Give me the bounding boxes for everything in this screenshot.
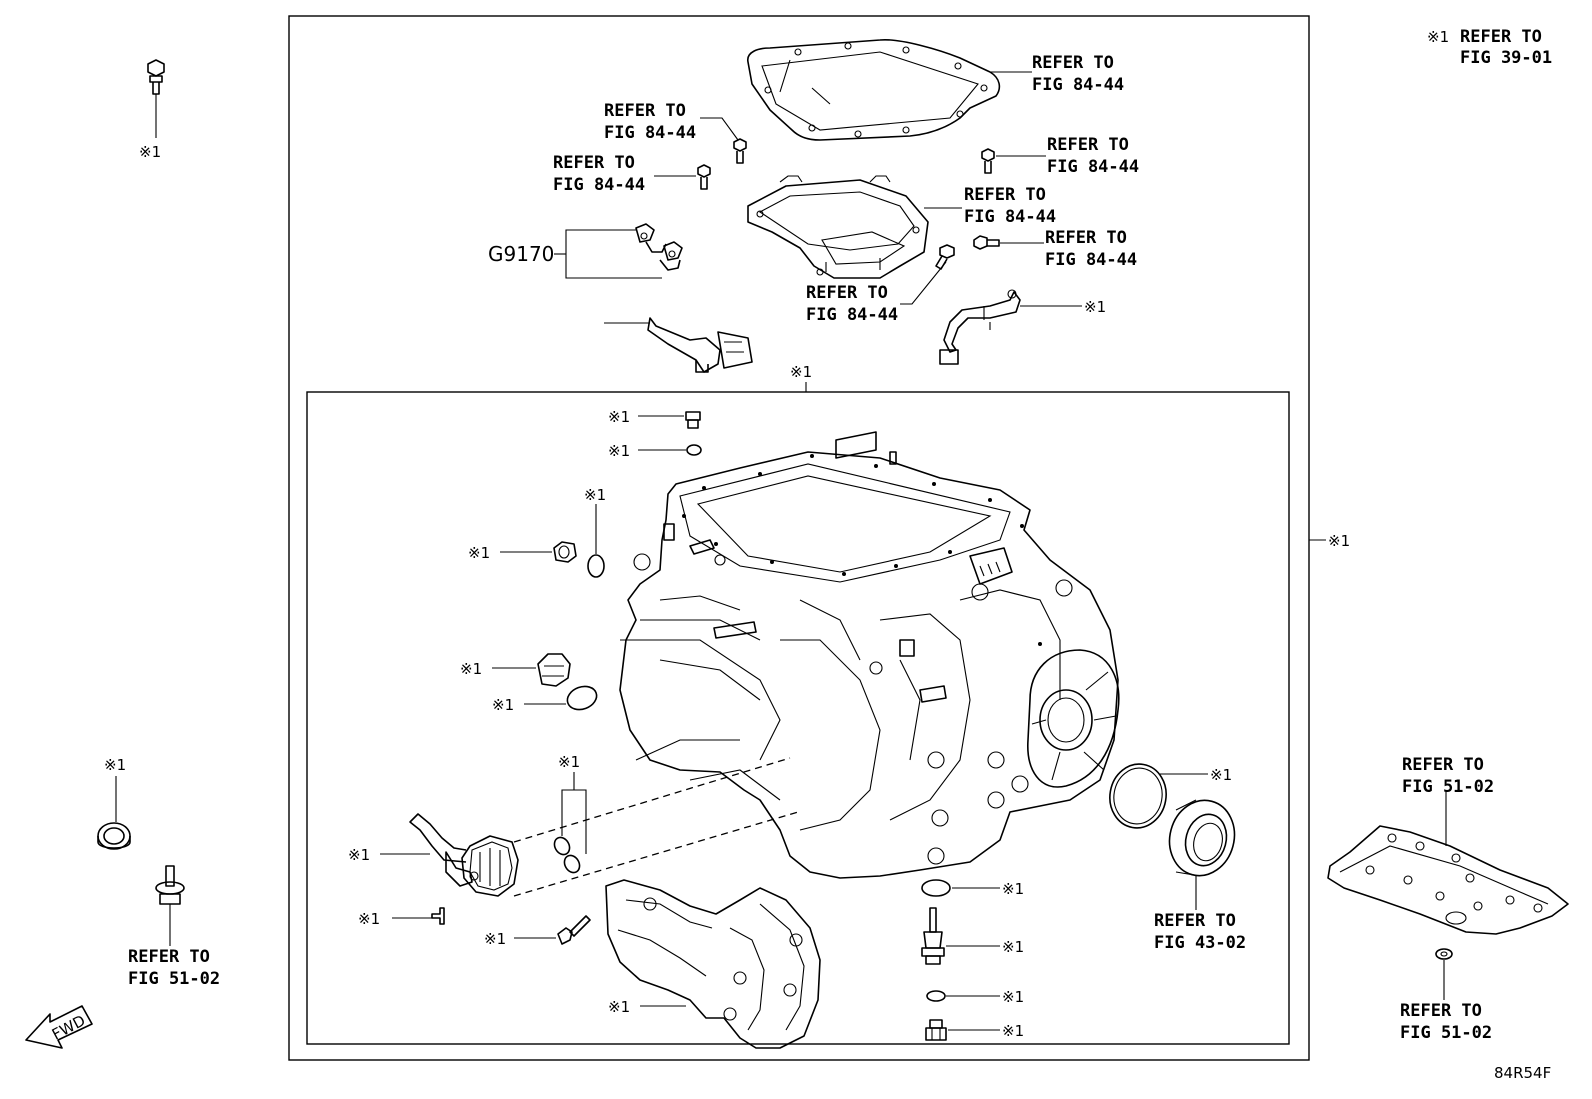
alignment-line-upper bbox=[513, 757, 791, 843]
bolt-inverter-3[interactable] bbox=[981, 148, 995, 174]
o-ring-top[interactable] bbox=[686, 444, 702, 456]
diagram-id: 84R54F bbox=[1494, 1064, 1551, 1082]
bolt-inverter-4[interactable] bbox=[973, 235, 1000, 250]
mark-o-rings-cooler: ※1 bbox=[558, 753, 580, 771]
legend-mark: ※1 bbox=[1427, 28, 1449, 46]
wire-harness-left[interactable] bbox=[647, 317, 753, 373]
speed-sensor[interactable] bbox=[921, 907, 945, 965]
ref-bolt2-line1: REFER TO bbox=[553, 153, 635, 173]
inverter-assembly[interactable] bbox=[747, 175, 929, 279]
o-ring-left-middle[interactable] bbox=[564, 683, 600, 714]
fwd-label: FWD bbox=[49, 1011, 88, 1043]
oil-seal-right[interactable] bbox=[1161, 793, 1242, 883]
under-cover-plate[interactable] bbox=[1327, 825, 1569, 935]
mark-oil-seal-left: ※1 bbox=[104, 756, 126, 774]
ref-under-cover-line1: REFER TO bbox=[1402, 755, 1484, 775]
bolt-cooler-small[interactable] bbox=[431, 907, 445, 925]
legend-line1: REFER TO bbox=[1460, 27, 1542, 47]
ref-cover-line1: REFER TO bbox=[1032, 53, 1114, 73]
ref-bolt5-line2: FIG 84-44 bbox=[806, 305, 898, 325]
legend-line2: FIG 39-01 bbox=[1460, 48, 1552, 68]
outer-frame bbox=[288, 15, 1310, 1061]
plug-left-upper[interactable] bbox=[553, 541, 577, 563]
mark-plug-top: ※1 bbox=[608, 408, 630, 426]
inner-frame bbox=[306, 391, 1290, 1045]
ref-washer-line2: FIG 51-02 bbox=[1400, 1023, 1492, 1043]
fwd-arrow-icon: FWD bbox=[25, 1005, 93, 1049]
mark-plug-left-middle: ※1 bbox=[460, 660, 482, 678]
ref-bolt3-line2: FIG 84-44 bbox=[1047, 157, 1139, 177]
heat-shield[interactable] bbox=[605, 879, 821, 1049]
plug-top[interactable] bbox=[685, 411, 701, 429]
ref-inverter-line1: REFER TO bbox=[964, 185, 1046, 205]
drain-plug[interactable] bbox=[925, 1019, 947, 1041]
part-code-g9170[interactable]: G9170 bbox=[488, 242, 554, 266]
bolt-long[interactable] bbox=[557, 915, 591, 945]
wire-harness-right[interactable] bbox=[939, 289, 1021, 365]
ref-bolt1-line1: REFER TO bbox=[604, 101, 686, 121]
mark-o-ring-large-right: ※1 bbox=[1210, 766, 1232, 784]
mark-bolt-long: ※1 bbox=[484, 930, 506, 948]
mark-o-ring-left-middle: ※1 bbox=[492, 696, 514, 714]
ref-inverter-line2: FIG 84-44 bbox=[964, 207, 1056, 227]
ref-cover-line2: FIG 84-44 bbox=[1032, 75, 1124, 95]
mark-bolt-top-left: ※1 bbox=[139, 143, 161, 161]
g9170-parts[interactable] bbox=[635, 223, 683, 271]
ref-washer-line1: REFER TO bbox=[1400, 1001, 1482, 1021]
oil-cooler[interactable] bbox=[409, 813, 519, 897]
ref-under-cover-line2: FIG 51-02 bbox=[1402, 777, 1494, 797]
ref-stud-left-line1: REFER TO bbox=[128, 947, 210, 967]
ref-oil-seal-line2: FIG 43-02 bbox=[1154, 933, 1246, 953]
bolt-inverter-2[interactable] bbox=[697, 164, 711, 190]
bolt-top-left[interactable] bbox=[147, 59, 165, 95]
mark-plug-left-upper: ※1 bbox=[468, 544, 490, 562]
ref-bolt3-line1: REFER TO bbox=[1047, 135, 1129, 155]
ref-bolt4-line2: FIG 84-44 bbox=[1045, 250, 1137, 270]
ref-bolt1-line2: FIG 84-44 bbox=[604, 123, 696, 143]
ref-bolt4-line1: REFER TO bbox=[1045, 228, 1127, 248]
o-ring-cooler-1[interactable] bbox=[551, 835, 572, 858]
mark-o-ring-small-lower: ※1 bbox=[1002, 988, 1024, 1006]
o-ring-small-lower[interactable] bbox=[926, 990, 946, 1002]
bolt-inverter-5[interactable] bbox=[935, 244, 955, 270]
washer-right[interactable] bbox=[1435, 948, 1453, 960]
ref-stud-left-line2: FIG 51-02 bbox=[128, 969, 220, 989]
stud-bolt-left[interactable] bbox=[155, 865, 185, 905]
mark-o-ring-center-lower: ※1 bbox=[1002, 880, 1024, 898]
o-ring-cooler-2[interactable] bbox=[561, 853, 582, 876]
o-ring-left-upper[interactable] bbox=[587, 554, 605, 578]
alignment-line-lower bbox=[513, 811, 799, 897]
ref-oil-seal-line1: REFER TO bbox=[1154, 911, 1236, 931]
ref-bolt2-line2: FIG 84-44 bbox=[553, 175, 645, 195]
mark-outer-frame: ※1 bbox=[1328, 532, 1350, 550]
mark-speed-sensor: ※1 bbox=[1002, 938, 1024, 956]
ref-bolt5-line1: REFER TO bbox=[806, 283, 888, 303]
o-ring-center-lower[interactable] bbox=[921, 879, 951, 897]
bolt-inverter-1[interactable] bbox=[733, 138, 747, 164]
mark-harness-right: ※1 bbox=[1084, 298, 1106, 316]
o-ring-large-right[interactable] bbox=[1105, 760, 1171, 833]
mark-inner-frame: ※1 bbox=[790, 363, 812, 381]
mark-bolt-cooler: ※1 bbox=[358, 910, 380, 928]
mark-oil-cooler: ※1 bbox=[348, 846, 370, 864]
mark-drain-plug: ※1 bbox=[1002, 1022, 1024, 1040]
mark-o-ring-left-upper: ※1 bbox=[584, 486, 606, 504]
mark-heat-shield: ※1 bbox=[608, 998, 630, 1016]
cover-gasket[interactable] bbox=[747, 39, 1001, 141]
mark-o-ring-top: ※1 bbox=[608, 442, 630, 460]
oil-seal-left[interactable] bbox=[97, 822, 131, 850]
plug-left-middle[interactable] bbox=[537, 653, 571, 687]
transaxle-housing[interactable] bbox=[619, 431, 1120, 879]
